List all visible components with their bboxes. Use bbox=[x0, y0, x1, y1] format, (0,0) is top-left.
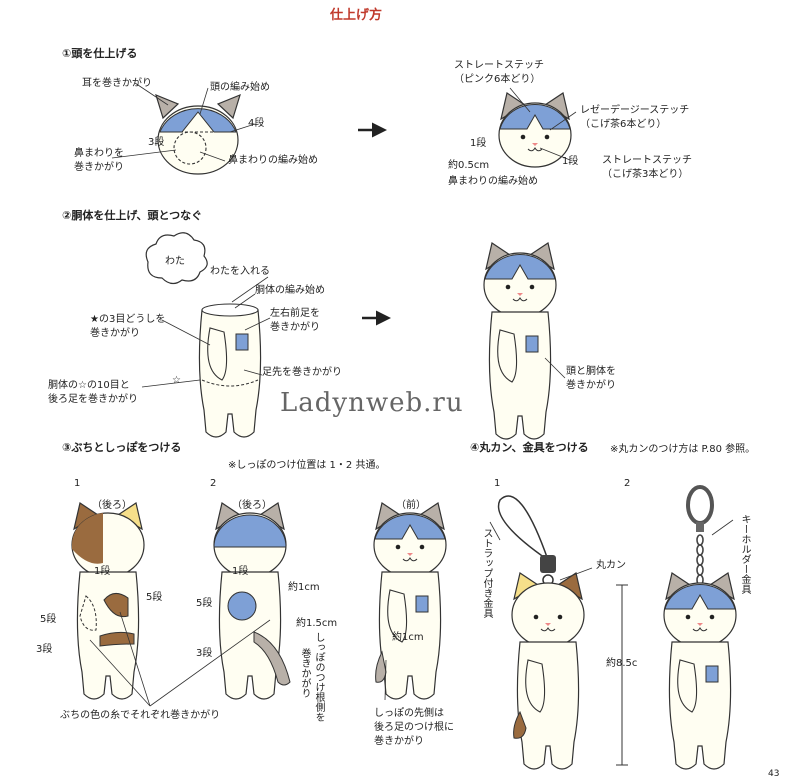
star-wrap-line1: ★の3目どうしを bbox=[90, 314, 166, 325]
front-legs-line2: 巻きかがり bbox=[270, 322, 320, 333]
step4-fig1-head bbox=[511, 572, 585, 648]
row1-a-label: 1段 bbox=[470, 138, 487, 149]
step3-fig2-back bbox=[213, 502, 287, 578]
strap-fitting-label: ストラップ付き金具 bbox=[481, 528, 492, 618]
back-legs-line1: 胴体の☆の10目と bbox=[48, 380, 130, 391]
front-legs-line1: 左右前足を bbox=[270, 308, 320, 319]
step2-cat-full bbox=[483, 242, 557, 318]
straight-brown-line1: ストレートステッチ bbox=[602, 155, 692, 166]
step3-heading: ③ぶちとしっぽをつける bbox=[62, 441, 182, 454]
insert-cotton-label: わたを入れる bbox=[210, 266, 270, 277]
fig2-row1-label: 1段 bbox=[232, 566, 249, 577]
step4-keyholder-fitting bbox=[686, 485, 714, 586]
fig1-row5a-label: 5段 bbox=[146, 592, 163, 603]
straight-pink-line2: （ピンク6本どり） bbox=[454, 74, 541, 85]
step1-heading: ①頭を仕上げる bbox=[62, 47, 138, 60]
page-title: 仕上げ方 bbox=[330, 8, 383, 23]
back-legs-line2: 後ろ足を巻きかがり bbox=[48, 394, 138, 405]
step4-fig1-number: 1 bbox=[494, 478, 501, 489]
straight-pink-line1: ストレートステッチ bbox=[454, 60, 544, 71]
step2-cotton-cloud bbox=[145, 232, 208, 285]
head-start-label: 頭の編み始め bbox=[210, 82, 270, 93]
front-cm1-label: 約1cm bbox=[392, 632, 424, 643]
ear-wrap-label: 耳を巻きかがり bbox=[82, 78, 152, 89]
star-wrap-line2: 巻きかがり bbox=[90, 328, 140, 339]
back-view-label-1: （後ろ） bbox=[92, 500, 132, 511]
straight-brown-line2: （こげ茶3本どり） bbox=[602, 169, 689, 180]
rows4-label: 4段 bbox=[248, 118, 265, 129]
tail-tip-line1: しっぽの先側は bbox=[374, 708, 444, 719]
step3-front-body bbox=[375, 571, 442, 700]
step3-fig1-body bbox=[76, 571, 140, 700]
ring-label: 丸カン bbox=[596, 560, 626, 571]
fig1-row1-label: 1段 bbox=[94, 566, 111, 577]
back-view-label-2: （後ろ） bbox=[232, 500, 272, 511]
fig2-cm15-label: 約1.5cm bbox=[296, 618, 338, 629]
head-body-line2: 巻きかがり bbox=[566, 380, 616, 391]
step1-head-left bbox=[155, 93, 241, 175]
step4-fig2-number: 2 bbox=[624, 478, 631, 489]
length-label: 約8.5c bbox=[606, 658, 638, 669]
head-body-line1: 頭と胴体を bbox=[566, 366, 616, 377]
step3-fig2-body bbox=[218, 571, 291, 700]
fig2-row3-label: 3段 bbox=[196, 648, 213, 659]
lazy-daisy-line2: （こげ茶6本どり） bbox=[580, 119, 667, 130]
nose-wrap-line2: 巻きかがり bbox=[74, 162, 124, 173]
step3-note: ※しっぽのつけ位置は 1・2 共通。 bbox=[228, 460, 386, 471]
keyholder-label: キーホルダー金具 bbox=[739, 514, 750, 594]
page-number: 43 bbox=[768, 769, 780, 779]
front-view-label: （前） bbox=[396, 500, 426, 511]
step4-fig1-body bbox=[513, 641, 580, 770]
lazy-daisy-line1: レゼーデージーステッチ bbox=[580, 105, 690, 116]
fig1-row3-label: 3段 bbox=[36, 644, 53, 655]
step2-heading: ②胴体を仕上げ、頭とつなぐ bbox=[62, 209, 203, 222]
cotton-label: わた bbox=[165, 256, 185, 267]
nose-start-label: 鼻まわりの編み始め bbox=[228, 155, 318, 166]
tail-tip-line2: 後ろ足のつけ根に bbox=[374, 722, 454, 733]
step3-front-head bbox=[373, 502, 447, 578]
step4-fig2-head bbox=[663, 572, 737, 648]
fig2-row5-label: 5段 bbox=[196, 598, 213, 609]
fig2-cm1-label: 約1cm bbox=[288, 582, 320, 593]
step4-strap-fitting bbox=[497, 495, 556, 586]
watermark: Ladynweb.ru bbox=[280, 388, 464, 418]
nose-wrap-line1: 鼻まわりを bbox=[74, 148, 124, 159]
step2-body-open bbox=[198, 303, 262, 438]
fig1-row5b-label: 5段 bbox=[40, 614, 57, 625]
step3-fig2-number: 2 bbox=[210, 478, 217, 489]
step4-fig2-body bbox=[668, 641, 732, 770]
tail-tip-line3: 巻きかがり bbox=[374, 736, 424, 747]
nose-start2-label: 鼻まわりの編み始め bbox=[448, 176, 538, 187]
row1-b-label: 1段 bbox=[562, 156, 579, 167]
tail-base-line1: しっぽのつけ根側を bbox=[313, 632, 324, 722]
toe-wrap-label: 足先を巻きかがり bbox=[262, 367, 342, 378]
rows3-label: 3段 bbox=[148, 137, 165, 148]
body-start-label: 胴体の編み始め bbox=[255, 285, 325, 296]
tail-base-line2: 巻きかがり bbox=[299, 648, 310, 698]
step4-note: ※丸カンのつけ方は P.80 参照。 bbox=[610, 444, 756, 455]
step3-fig1-number: 1 bbox=[74, 478, 81, 489]
step3-fig1-back bbox=[71, 502, 145, 578]
step4-heading: ④丸カン、金具をつける bbox=[470, 441, 589, 454]
star-mark: ☆ bbox=[172, 375, 181, 386]
step2-cat-body bbox=[488, 311, 552, 440]
approx-05-label: 約0.5cm bbox=[448, 160, 490, 171]
leader-lines bbox=[89, 82, 734, 707]
spots-wrap-label: ぶちの色の糸でそれぞれ巻きかがり bbox=[60, 710, 221, 721]
